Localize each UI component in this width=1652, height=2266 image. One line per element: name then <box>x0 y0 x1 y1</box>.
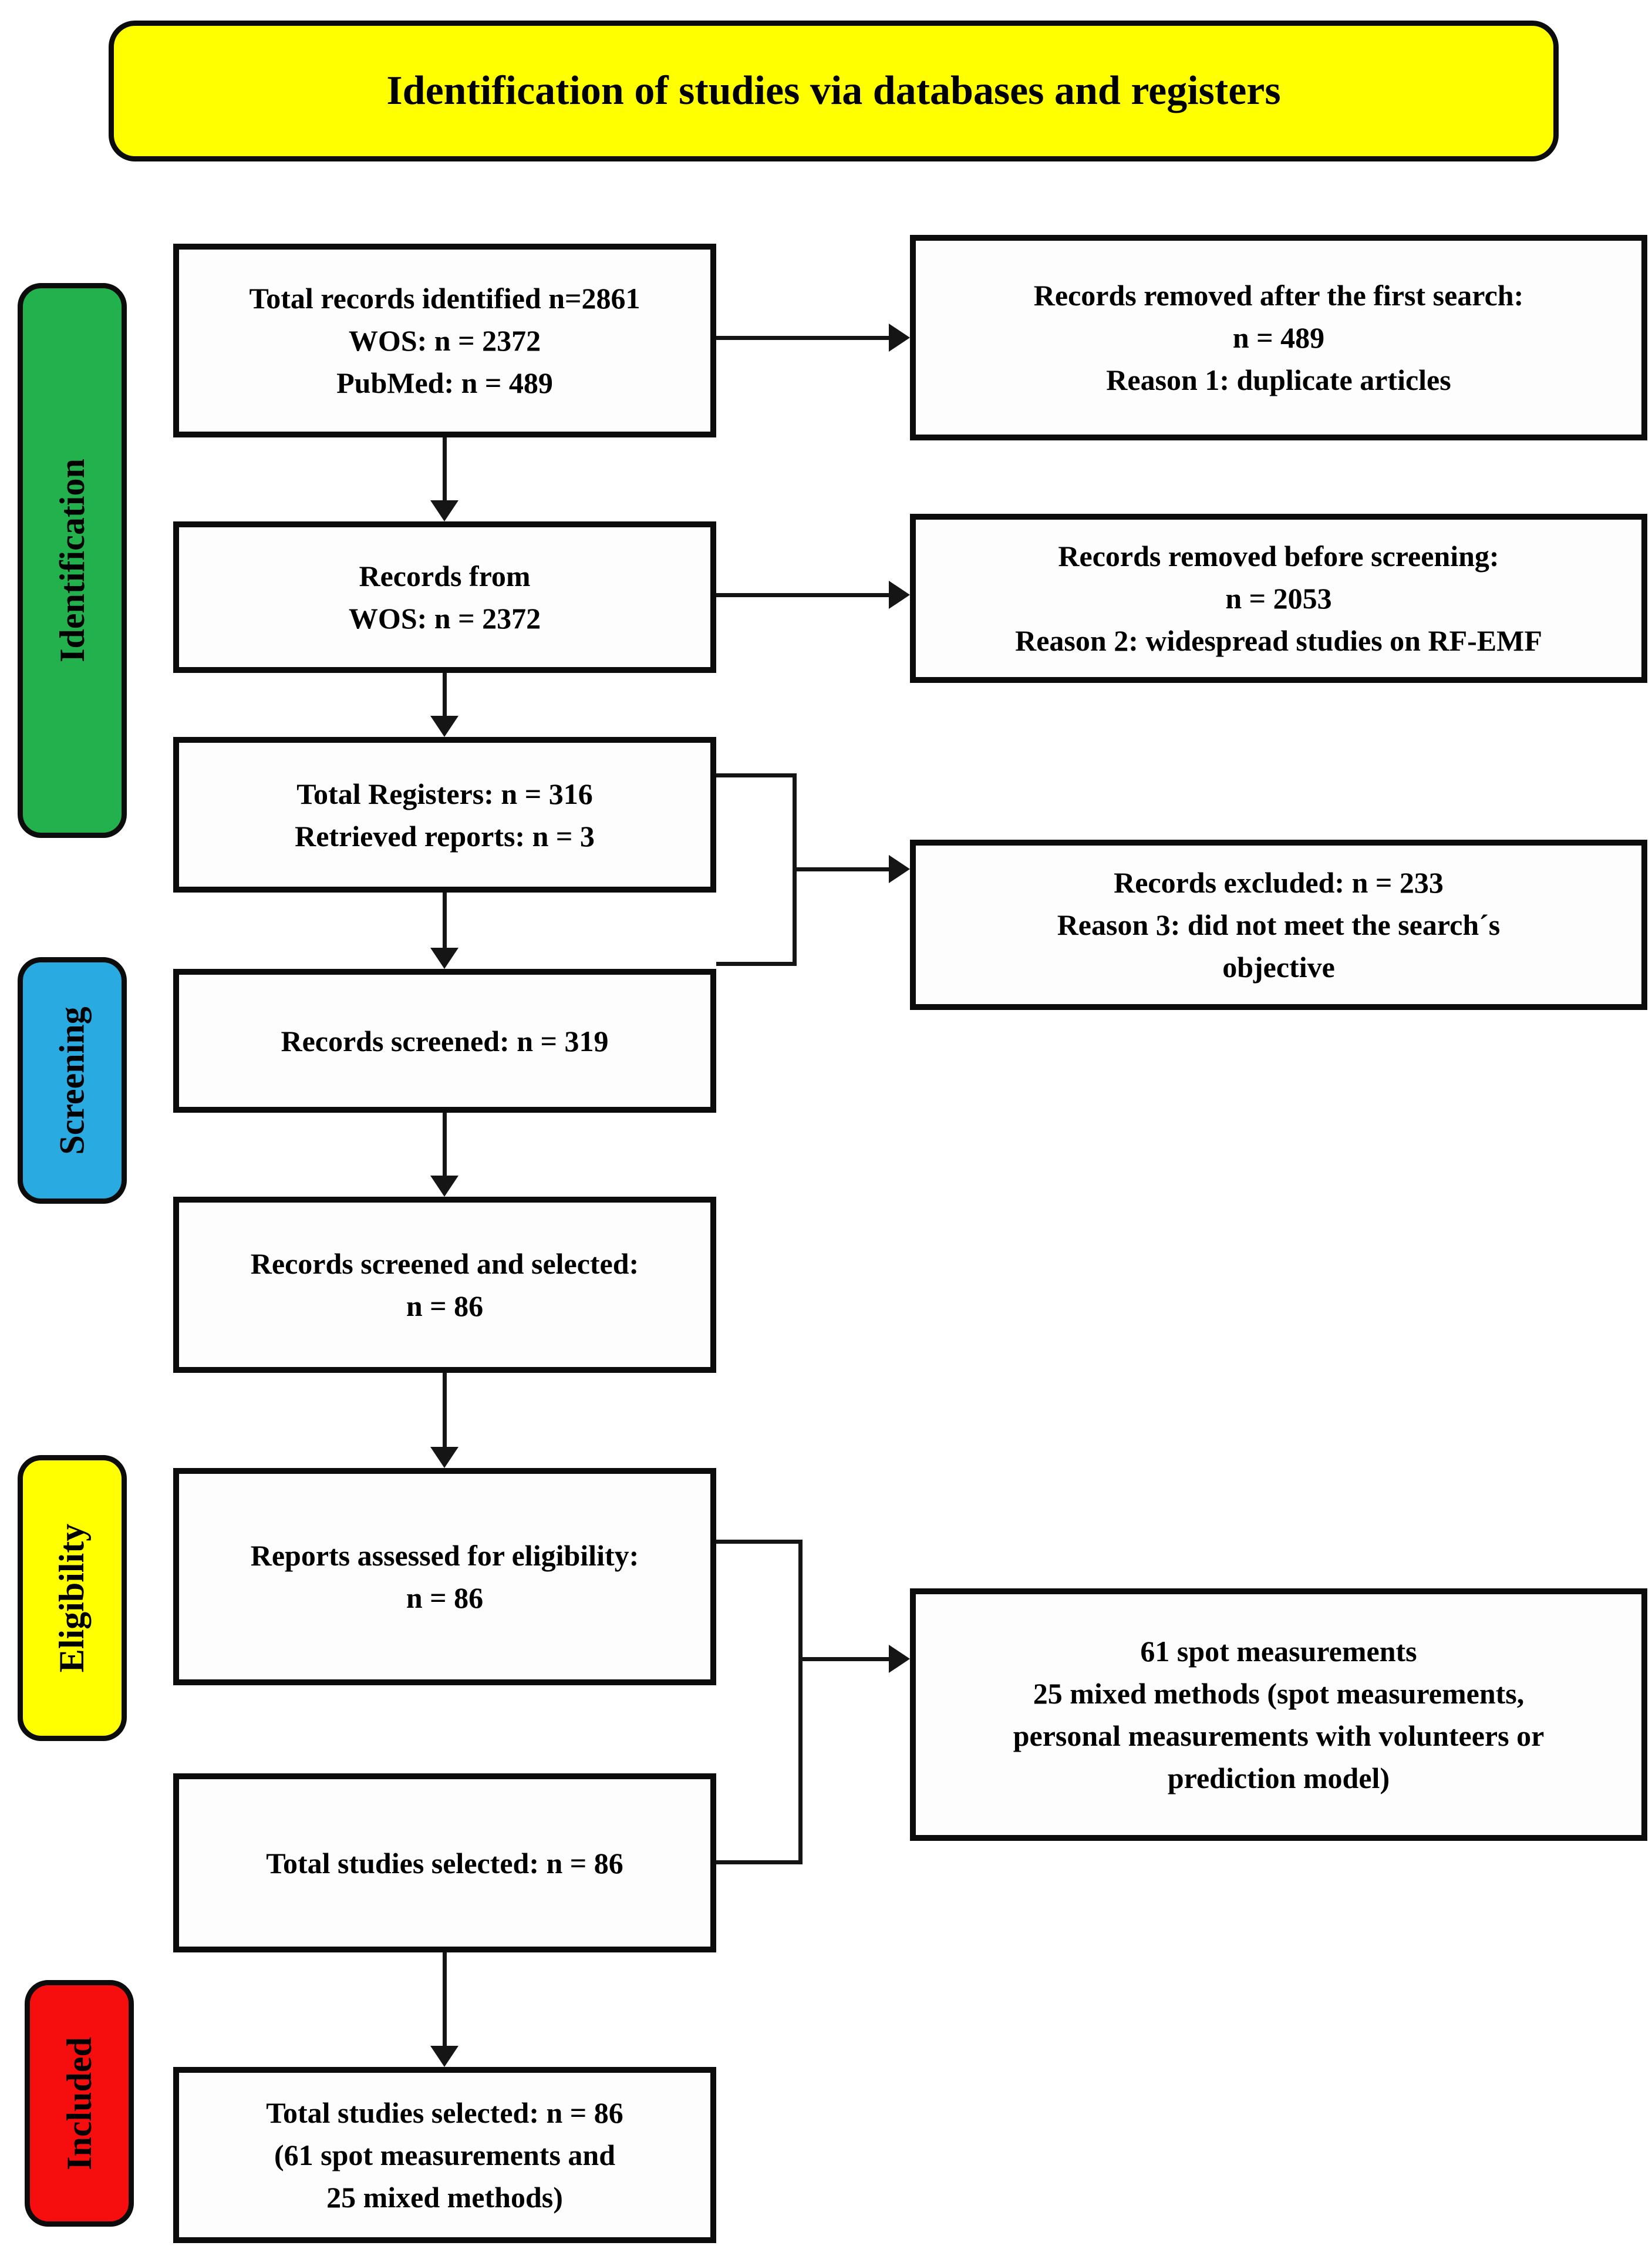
box-line: Records from <box>359 560 531 592</box>
stage-label-eligibility-text: Eligibility <box>52 1523 92 1673</box>
stage-label-screening-text: Screening <box>52 1006 92 1155</box>
total-records-identified-box: Total records identified n=2861 WOS: n =… <box>173 244 716 437</box>
box-line: PubMed: n = 489 <box>336 366 553 399</box>
box-line: Records removed before screening: <box>1058 540 1499 573</box>
records-screened-selected-box: Records screened and selected: n = 86 <box>173 1197 716 1373</box>
reports-assessed-eligibility-box: Reports assessed for eligibility: n = 86 <box>173 1468 716 1685</box>
stage-label-eligibility: Eligibility <box>18 1455 127 1741</box>
methods-breakdown-box: 61 spot measurements 25 mixed methods (s… <box>910 1588 1647 1841</box>
box-line: Reason 2: widespread studies on RF-EMF <box>1015 624 1542 657</box>
box-line: Reports assessed for eligibility: <box>250 1539 639 1572</box>
records-excluded-box: Records excluded: n = 233 Reason 3: did … <box>910 840 1647 1010</box>
box-line: Total records identified n=2861 <box>249 282 640 315</box>
box-line: n = 86 <box>406 1581 484 1614</box>
diagram-title: Identification of studies via databases … <box>386 68 1281 113</box>
total-studies-included-box: Total studies selected: n = 86 (61 spot … <box>173 2067 716 2243</box>
stage-label-included-text: Included <box>59 2036 99 2170</box>
box-line: WOS: n = 2372 <box>348 324 541 357</box>
box-line: Total studies selected: n = 86 <box>266 2096 623 2129</box>
box-line: personal measurements with volunteers or <box>1013 1719 1545 1752</box>
box-line: (61 spot measurements and <box>274 2139 616 2171</box>
box-line: objective <box>1222 951 1335 984</box>
box-line: Records excluded: n = 233 <box>1114 866 1444 899</box>
records-removed-first-search-box: Records removed after the first search: … <box>910 235 1647 440</box>
box-line: Total Registers: n = 316 <box>296 777 593 810</box>
box-line: n = 86 <box>406 1289 484 1322</box>
box-line: Total studies selected: n = 86 <box>266 1846 623 1880</box>
box-line: WOS: n = 2372 <box>348 602 541 635</box>
box-line: Reason 1: duplicate articles <box>1106 363 1451 396</box>
stage-label-screening: Screening <box>18 957 127 1204</box>
box-line: Records removed after the first search: <box>1033 279 1524 312</box>
stage-label-identification-text: Identification <box>52 459 92 662</box>
records-screened-box: Records screened: n = 319 <box>173 969 716 1113</box>
box-line: prediction model) <box>1167 1762 1390 1794</box>
records-from-wos-box: Records from WOS: n = 2372 <box>173 521 716 673</box>
diagram-title-banner: Identification of studies via databases … <box>109 21 1559 161</box>
box-line: 25 mixed methods (spot measurements, <box>1033 1677 1525 1710</box>
box-line: 61 spot measurements <box>1140 1635 1417 1668</box>
stage-label-identification: Identification <box>18 283 127 838</box>
stage-label-included: Included <box>25 1980 134 2227</box>
box-line: Records screened and selected: <box>250 1247 639 1280</box>
box-line: Reason 3: did not meet the search´s <box>1057 908 1501 941</box>
records-removed-before-screening-box: Records removed before screening: n = 20… <box>910 514 1647 683</box>
box-line: n = 2053 <box>1225 582 1332 615</box>
box-line: Retrieved reports: n = 3 <box>295 819 595 853</box>
box-line: n = 489 <box>1232 321 1325 354</box>
total-studies-selected-box: Total studies selected: n = 86 <box>173 1773 716 1952</box>
total-registers-box: Total Registers: n = 316 Retrieved repor… <box>173 737 716 893</box>
box-line: Records screened: n = 319 <box>281 1024 609 1058</box>
box-line: 25 mixed methods) <box>326 2181 563 2214</box>
